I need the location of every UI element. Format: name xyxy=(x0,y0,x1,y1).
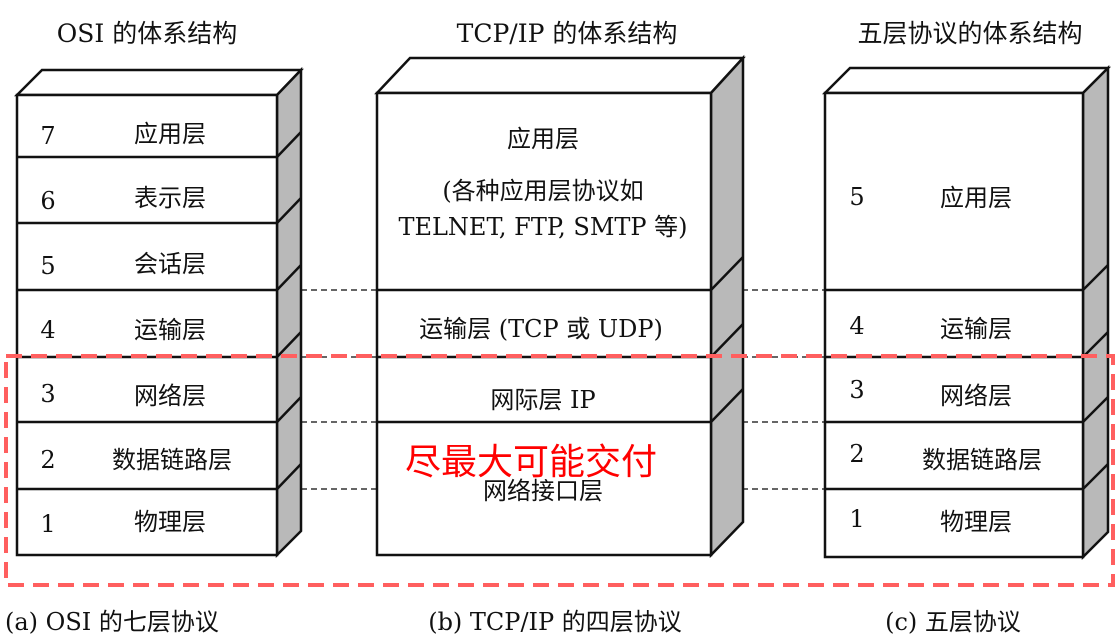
svg-text:1: 1 xyxy=(40,510,55,538)
osi-layer: 6 表示层 xyxy=(40,184,206,215)
svg-text:运输层: 运输层 xyxy=(940,315,1012,343)
svg-text:应用层: 应用层 xyxy=(134,120,206,148)
highlight-dashed-box xyxy=(4,354,1115,587)
osi-layer: 4 运输层 xyxy=(40,316,206,344)
osi-layer: 5 会话层 xyxy=(40,250,206,280)
svg-text:数据链路层: 数据链路层 xyxy=(922,446,1042,474)
svg-text:2: 2 xyxy=(40,446,55,474)
osi-title: OSI 的体系结构 xyxy=(57,19,237,48)
tcpip-stack: 应用层 (各种应用层协议如 TELNET, FTP, SMTP 等) 运输层 (… xyxy=(374,54,746,559)
svg-text:3: 3 xyxy=(40,380,55,408)
caption-b: (b) TCP/IP 的四层协议 xyxy=(428,608,682,636)
tcpip-network-interface-layer: 网络接口层 xyxy=(483,477,603,505)
svg-text:3: 3 xyxy=(849,376,864,404)
tcpip-application-note: (各种应用层协议如 xyxy=(442,177,643,205)
svg-text:运输层: 运输层 xyxy=(134,316,206,344)
svg-text:4: 4 xyxy=(849,312,864,340)
five-layer-row: 2 数据链路层 xyxy=(849,440,1042,474)
svg-text:数据链路层: 数据链路层 xyxy=(112,446,232,474)
svg-text:网络层: 网络层 xyxy=(134,382,206,410)
svg-text:6: 6 xyxy=(40,187,55,215)
osi-layer: 1 物理层 xyxy=(40,508,206,538)
svg-text:物理层: 物理层 xyxy=(940,508,1012,536)
five-layer-row: 4 运输层 xyxy=(849,312,1012,343)
caption-a: (a) OSI 的七层协议 xyxy=(5,608,219,636)
osi-layer: 3 网络层 xyxy=(40,380,206,410)
svg-text:会话层: 会话层 xyxy=(134,250,206,278)
tcpip-application-examples: TELNET, FTP, SMTP 等) xyxy=(398,213,687,241)
caption-c: (c) 五层协议 xyxy=(885,608,1021,636)
tcpip-transport-layer: 运输层 (TCP 或 UDP) xyxy=(419,315,663,343)
osi-layer: 2 数据链路层 xyxy=(40,446,232,474)
svg-text:网络层: 网络层 xyxy=(940,382,1012,410)
tcpip-application-layer: 应用层 xyxy=(507,125,579,153)
svg-text:1: 1 xyxy=(849,505,864,533)
svg-text:表示层: 表示层 xyxy=(134,184,206,212)
svg-text:7: 7 xyxy=(40,122,55,150)
five-layer-row: 3 网络层 xyxy=(849,376,1012,410)
svg-text:物理层: 物理层 xyxy=(134,508,206,536)
five-layer-stack: 5 应用层 4 运输层 3 网络层 2 数据链路层 1 物理层 xyxy=(821,64,1112,561)
svg-text:4: 4 xyxy=(40,316,55,344)
tcpip-internet-layer: 网际层 IP xyxy=(490,386,595,414)
five-layer-title: 五层协议的体系结构 xyxy=(857,19,1082,48)
svg-text:2: 2 xyxy=(849,440,864,468)
osi-stack: 7 应用层 6 表示层 5 会话层 4 运输层 3 网络层 2 数据链路层 1 物理层 xyxy=(13,66,304,559)
svg-text:应用层: 应用层 xyxy=(940,184,1012,212)
five-layer-row: 5 应用层 xyxy=(849,183,1012,212)
tcpip-title: TCP/IP 的体系结构 xyxy=(457,19,678,48)
svg-text:5: 5 xyxy=(849,183,864,211)
osi-layer: 7 应用层 xyxy=(40,120,206,150)
best-effort-delivery-label: 尽最大可能交付 xyxy=(405,442,657,483)
five-layer-row: 1 物理层 xyxy=(849,505,1012,536)
svg-text:5: 5 xyxy=(40,252,55,280)
